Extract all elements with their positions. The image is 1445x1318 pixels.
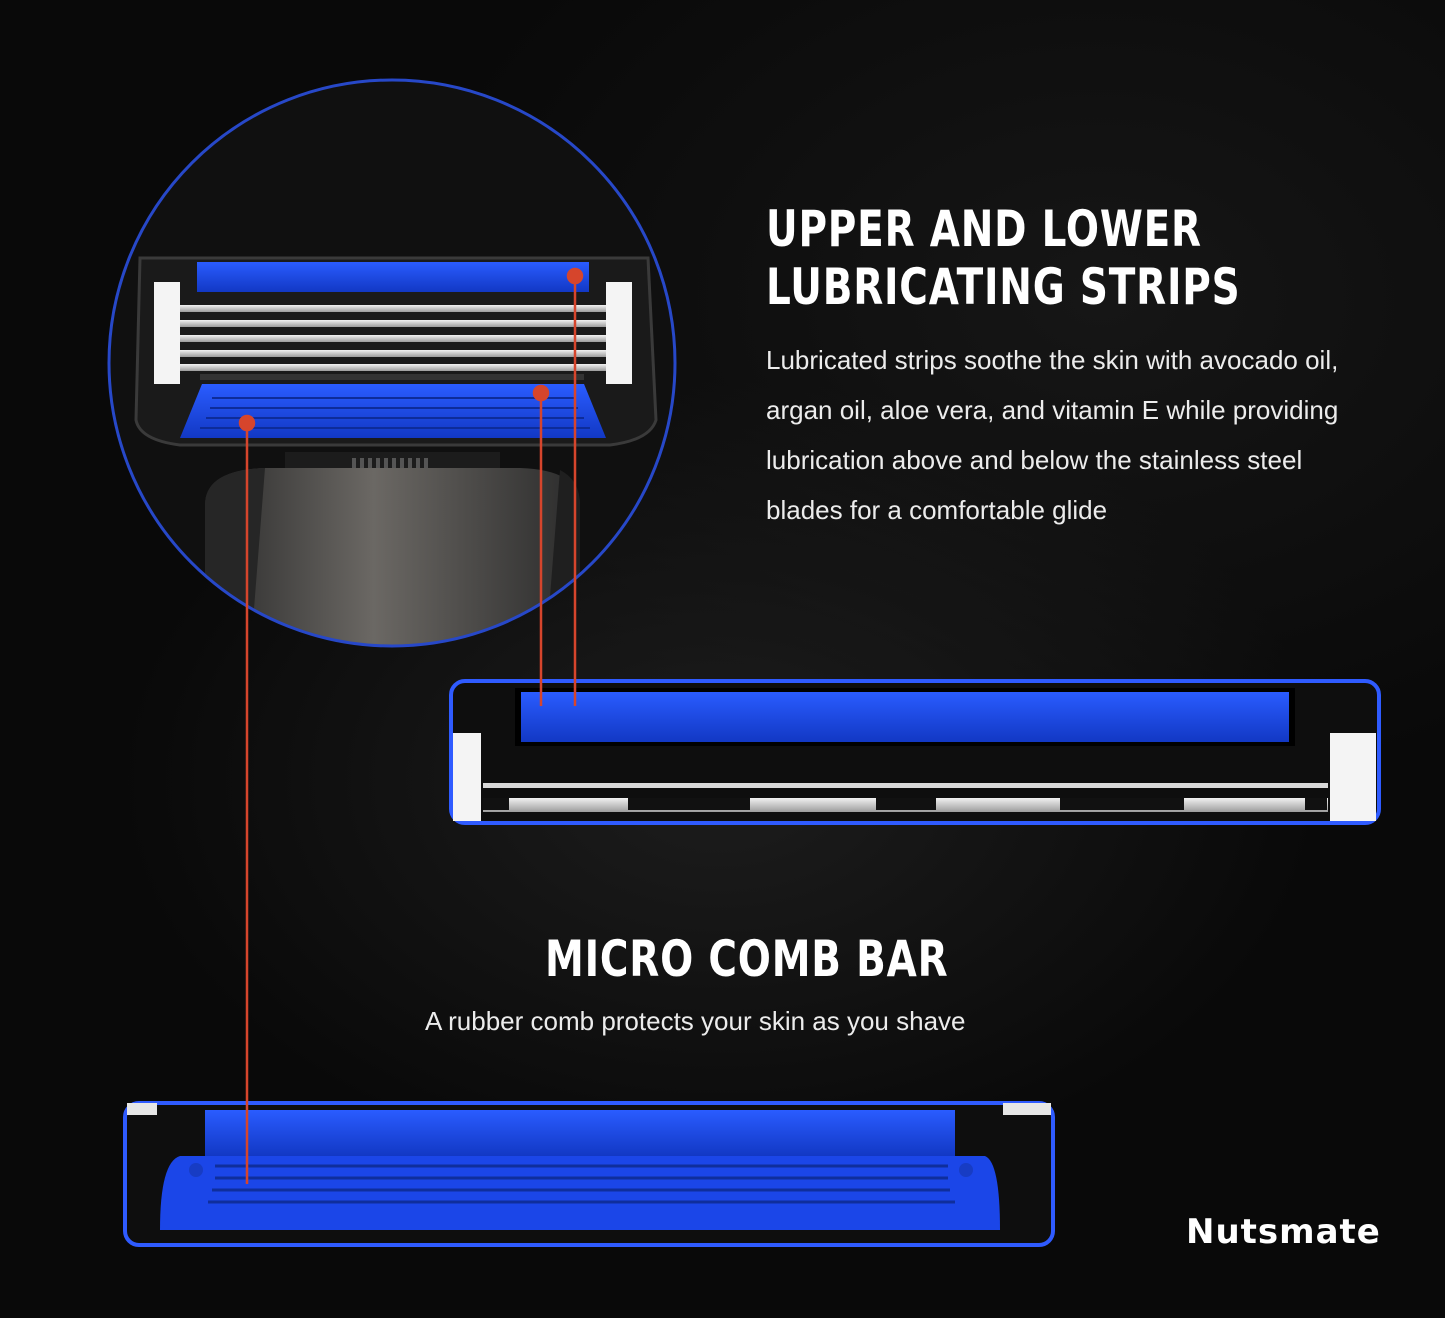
- lubricating-title-line2: LUBRICATING STRIPS: [766, 258, 1241, 316]
- comb-title: MICRO COMB BAR: [545, 930, 949, 988]
- blades-zoomed: [180, 305, 606, 371]
- comb-description: A rubber comb protects your skin as you …: [425, 1006, 966, 1036]
- lubricating-description-line: Lubricated strips soothe the skin with a…: [766, 345, 1339, 375]
- lubricating-description-line: lubrication above and below the stainles…: [766, 445, 1303, 475]
- upper-strip-closeup: [449, 679, 1381, 825]
- lubricating-title-line1: UPPER AND LOWER: [766, 200, 1202, 258]
- lubricating-description-line: blades for a comfortable glide: [766, 495, 1108, 525]
- comb-bar-closeup: [123, 1101, 1055, 1247]
- lubricating-description-line: argan oil, aloe vera, and vitamin E whil…: [766, 395, 1339, 425]
- callout-lines: [238, 267, 584, 1184]
- brand-logo-text: Nutsmate: [1186, 1212, 1381, 1252]
- lubricating-description: Lubricated strips soothe the skin with a…: [766, 335, 1338, 535]
- cartridge-zoom-circle: [107, 78, 677, 648]
